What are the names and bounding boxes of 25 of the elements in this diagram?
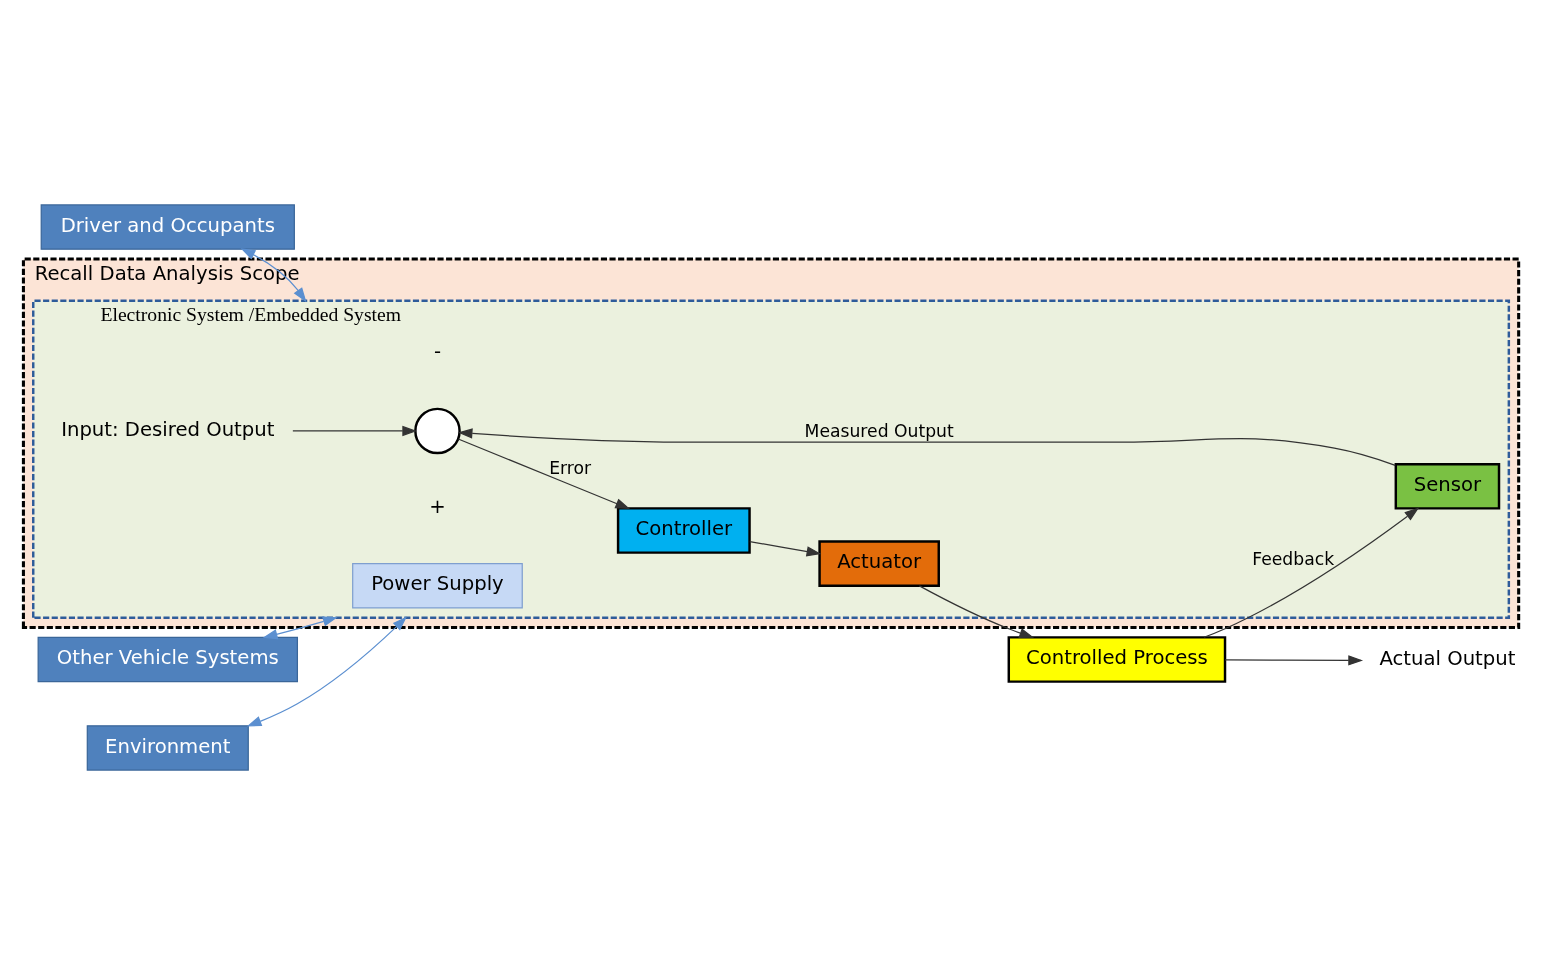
arrow [246,615,407,726]
node-circle [414,407,461,454]
node-text: Actual Output [1379,646,1516,670]
arrow [749,540,822,557]
edge-label: Measured Output [804,420,954,441]
node-box: Environment [86,724,249,771]
arrow [1224,654,1364,666]
node-box: Controller [616,506,751,554]
node-box: Power Supply [352,562,523,609]
arrow [1203,506,1420,638]
node-box: Driver and Occupants [40,203,295,250]
arrow [292,425,418,436]
node-label: - [433,339,442,363]
node-box: Actuator [818,539,940,587]
node-box: Sensor [1394,462,1501,510]
edge-label: Error [549,457,592,478]
arrow [918,584,1035,638]
node-text: Input: Desired Output [61,417,275,441]
node-label: + [429,494,446,518]
edge-label: Feedback [1252,548,1335,569]
arrow [457,437,631,509]
node-box: Controlled Process [1007,635,1227,683]
arrow [262,615,338,639]
arrow [457,427,1396,466]
node-box: Other Vehicle Systems [37,636,298,682]
